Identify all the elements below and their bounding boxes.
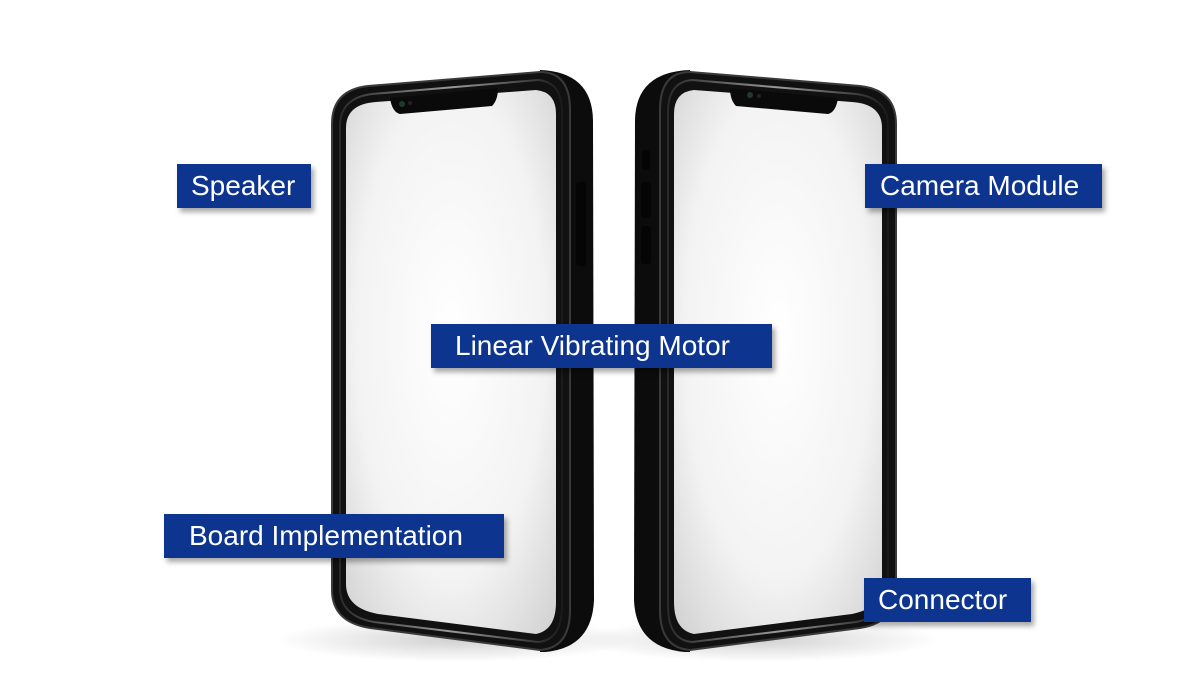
- right-phone-notch: [730, 88, 838, 114]
- right-phone-front-camera-icon: [747, 92, 753, 98]
- camera-module-label: Camera Module: [865, 164, 1102, 208]
- linear-vibrating-motor-label: Linear Vibrating Motor: [431, 324, 772, 368]
- board-implementation-label: Board Implementation: [164, 514, 504, 558]
- right-phone-volume-up: [641, 182, 651, 218]
- right-phone-mute-switch: [642, 150, 650, 170]
- left-phone-notch: [390, 88, 498, 114]
- right-phone-volume-down: [641, 226, 651, 264]
- right-phone-icon: [634, 70, 897, 652]
- connector-label: Connector: [864, 578, 1031, 622]
- speaker-label: Speaker: [177, 164, 311, 208]
- right-phone-screen: [674, 90, 882, 634]
- left-phone-front-camera-icon: [399, 101, 405, 107]
- left-phone-side-button: [576, 182, 586, 266]
